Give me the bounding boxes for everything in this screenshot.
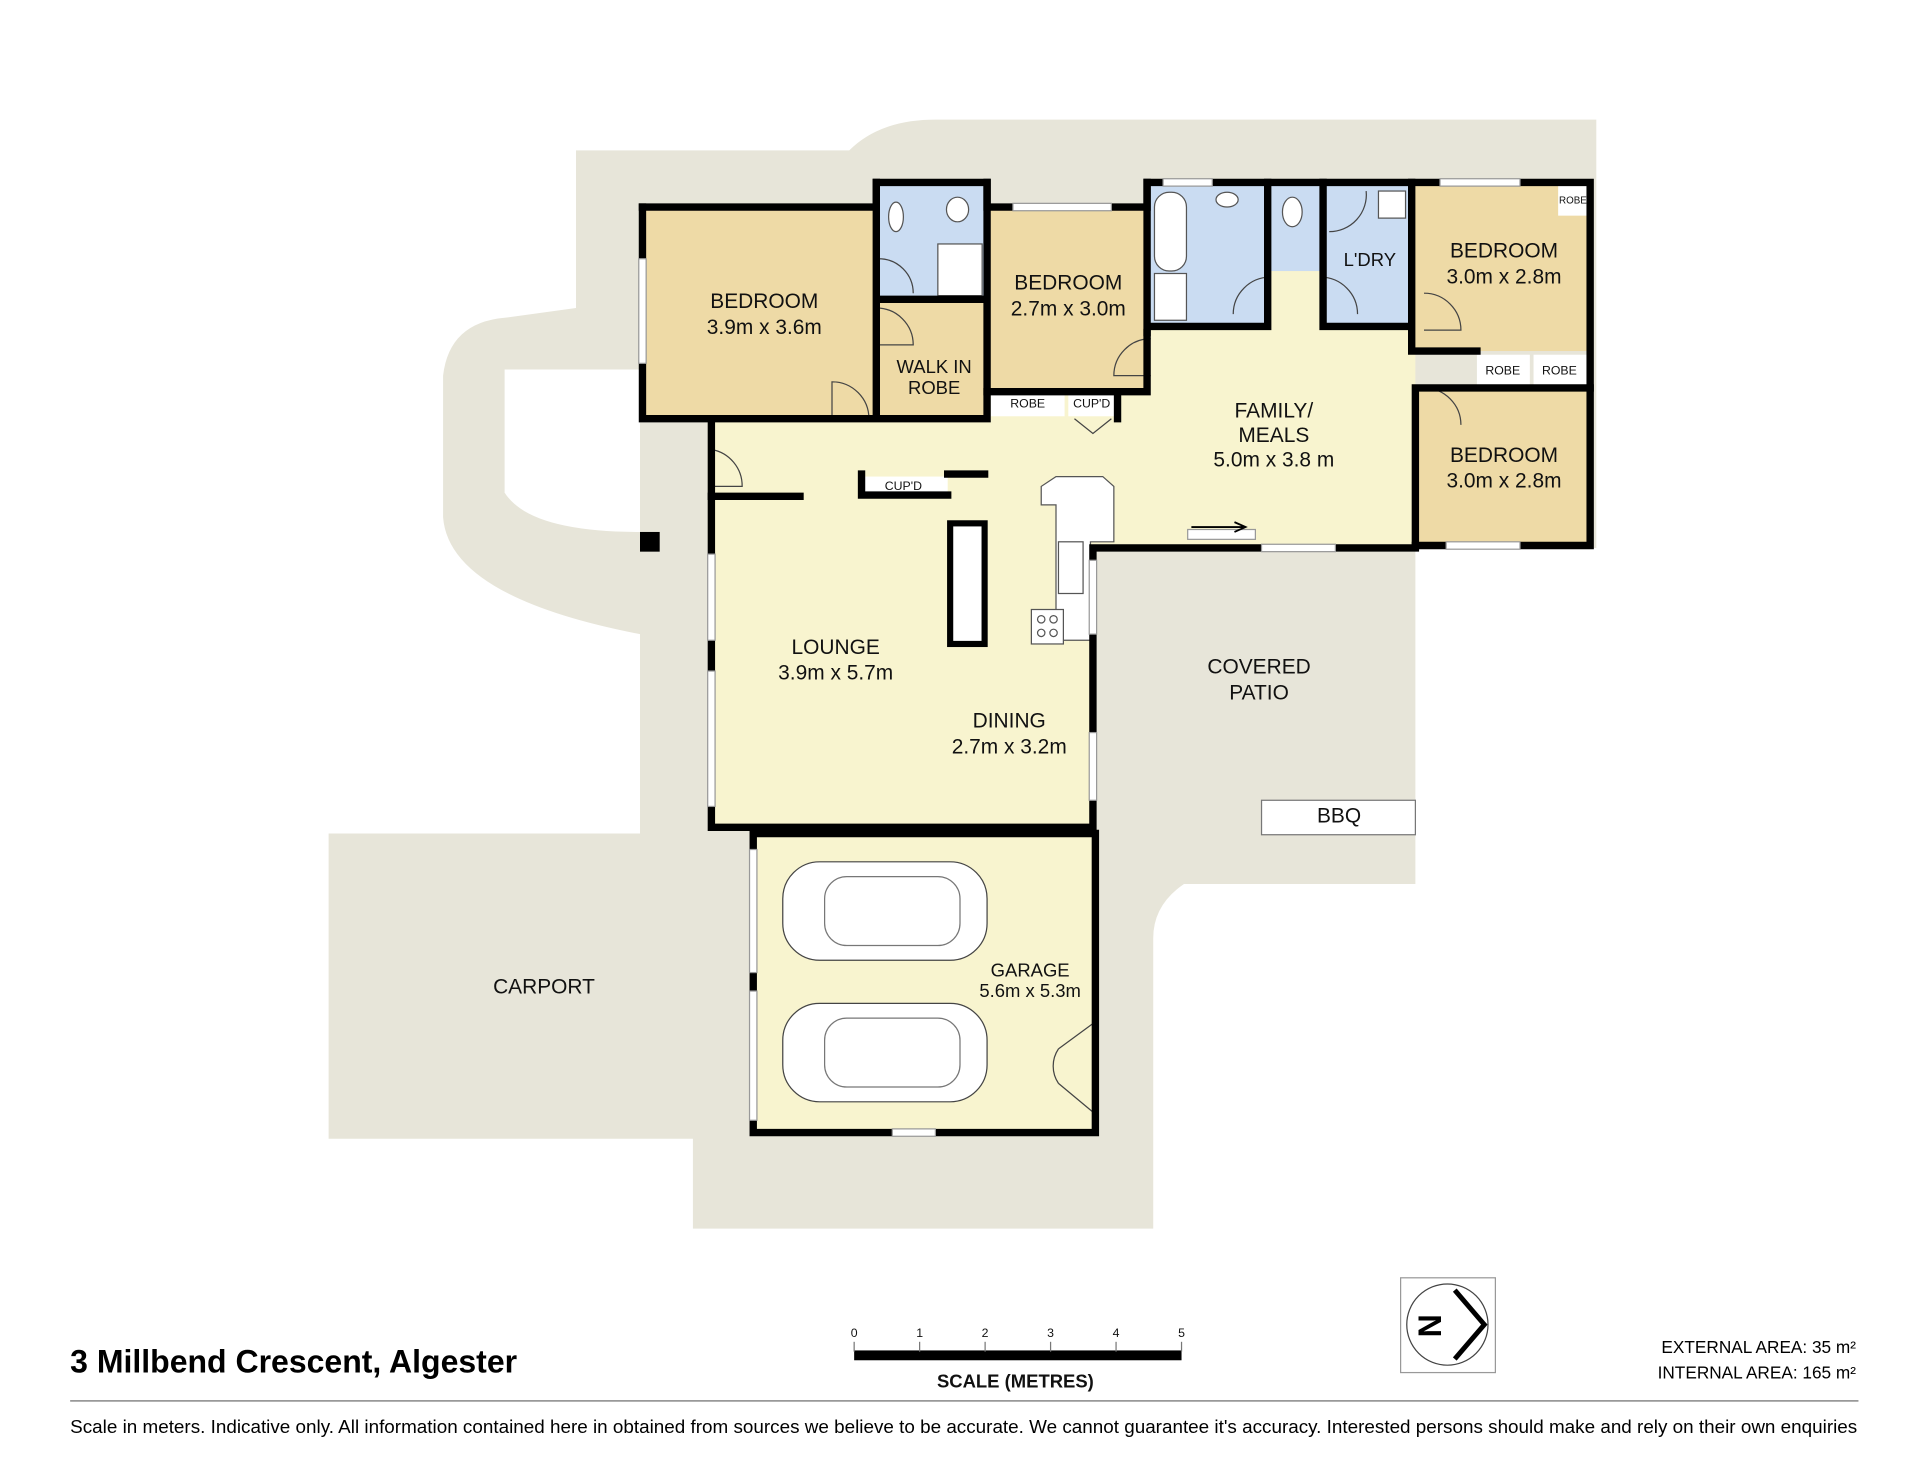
- cupd-hall: [1068, 391, 1116, 417]
- scale-tick-label: 0: [851, 1326, 858, 1340]
- scale-tick-label: 2: [982, 1326, 989, 1340]
- bedroom-4-size: 3.0m x 2.8m: [1446, 470, 1561, 493]
- toilet: [1267, 182, 1324, 272]
- carport-label: CARPORT: [493, 976, 595, 999]
- fixtures: [888, 190, 1407, 648]
- scale-tick-label: 5: [1178, 1326, 1185, 1340]
- garage-name: GARAGE: [991, 959, 1070, 980]
- family-label-2: MEALS: [1238, 424, 1309, 447]
- bedroom-2: [987, 207, 1148, 392]
- scale-tick-label: 1: [916, 1326, 923, 1340]
- car-top: [782, 861, 988, 961]
- wir-label-1: WALK IN: [897, 356, 972, 377]
- external-area: EXTERNAL AREA: 35 m²: [1661, 1337, 1856, 1357]
- bedroom-4: [1415, 387, 1591, 546]
- robe-label: ROBE: [1559, 195, 1587, 206]
- bbq-label: BBQ: [1317, 804, 1361, 827]
- patio-label-2: PATIO: [1229, 681, 1289, 704]
- laundry-label: L'DRY: [1344, 249, 1396, 270]
- robe-label: ROBE: [1485, 363, 1520, 377]
- scale-tick-label: 3: [1047, 1326, 1054, 1340]
- car-bottom: [782, 1002, 988, 1103]
- scale-bar: 0 1 2 3 4 5 SCALE (METRES): [851, 1326, 1185, 1391]
- lounge-size: 3.9m x 5.7m: [778, 662, 893, 685]
- lounge-name: LOUNGE: [792, 636, 880, 659]
- garden-cutout: [504, 369, 640, 532]
- post: [640, 531, 660, 552]
- robe-label: ROBE: [1010, 397, 1045, 411]
- doors: [711, 190, 1462, 1115]
- wir-label-2: ROBE: [908, 377, 960, 398]
- internal-area: INTERNAL AREA: 165 m²: [1658, 1363, 1857, 1383]
- cupd-label: CUP'D: [1073, 397, 1110, 411]
- garage-size: 5.6m x 5.3m: [979, 980, 1081, 1001]
- disclaimer: Scale in meters. Indicative only. All in…: [70, 1416, 1857, 1437]
- bedroom-3-name: BEDROOM: [1450, 239, 1558, 262]
- dining-size: 2.7m x 3.2m: [952, 735, 1067, 758]
- robe-bed3-small: [1558, 184, 1588, 216]
- walk-in-robe: [876, 301, 988, 419]
- windows: [638, 178, 1521, 1137]
- bbq-box: [1260, 799, 1416, 836]
- bedroom-3-size: 3.0m x 2.8m: [1446, 265, 1561, 288]
- kitchen-bench: [947, 520, 988, 648]
- dining-name: DINING: [973, 710, 1046, 733]
- bedroom-2-name: BEDROOM: [1014, 271, 1122, 294]
- robe-bed2: [990, 391, 1065, 417]
- scale-tick-label: 4: [1113, 1326, 1120, 1340]
- north-letter: N: [1412, 1314, 1448, 1337]
- bedroom-main-name: BEDROOM: [710, 290, 818, 313]
- patio-label-1: COVERED: [1207, 655, 1310, 678]
- family-size: 5.0m x 3.8 m: [1213, 449, 1334, 472]
- cupd-lounge: [861, 476, 948, 496]
- bedroom-4-name: BEDROOM: [1450, 444, 1558, 467]
- bedroom-2-size: 2.7m x 3.0m: [1011, 297, 1126, 320]
- bedroom-main: [642, 207, 877, 419]
- scale-label: SCALE (METRES): [937, 1370, 1094, 1391]
- robe-bed3: [1476, 354, 1530, 386]
- north-compass: N: [1400, 1277, 1496, 1374]
- robe-bed4: [1533, 354, 1588, 386]
- cupd-label: CUP'D: [885, 479, 922, 493]
- property-title: 3 Millbend Crescent, Algester: [70, 1344, 517, 1380]
- family-label-1: FAMILY/: [1235, 399, 1314, 422]
- robe-label: ROBE: [1542, 363, 1577, 377]
- bedroom-main-size: 3.9m x 3.6m: [707, 316, 822, 339]
